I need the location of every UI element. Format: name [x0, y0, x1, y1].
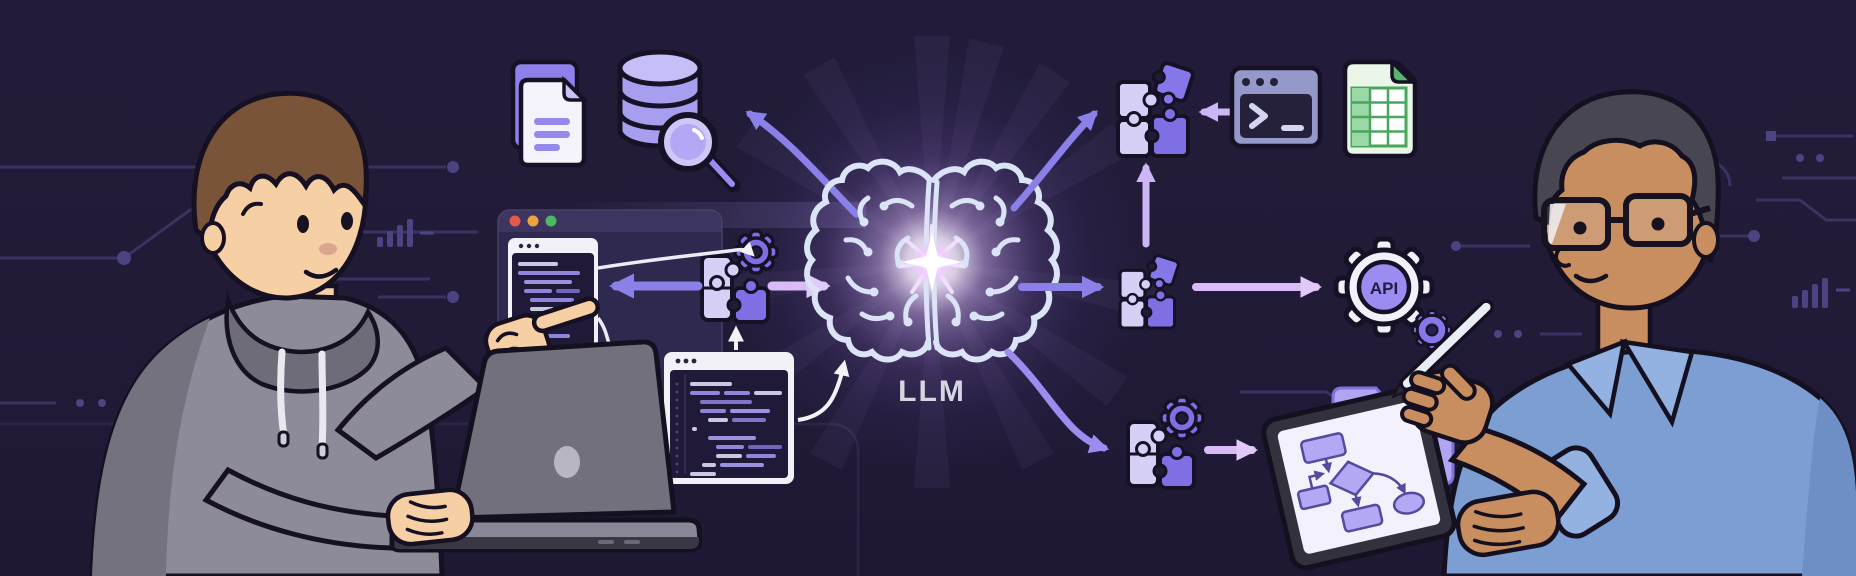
stylus-pen-icon	[1391, 299, 1495, 399]
terminal-icon	[1229, 65, 1323, 149]
ear	[1692, 221, 1720, 259]
puzzle-gear-icon	[1126, 395, 1205, 490]
mouth	[303, 267, 339, 279]
arrow-editor2-to-brain	[797, 359, 850, 422]
eye	[1573, 221, 1587, 235]
nose	[1554, 246, 1571, 268]
collar	[1564, 338, 1627, 420]
document-icon	[510, 59, 589, 168]
llm-label: LLM	[898, 375, 966, 408]
eye	[341, 212, 353, 230]
collar	[1619, 339, 1695, 428]
drawstring	[318, 350, 327, 452]
arrow-brain-to-database	[745, 110, 860, 218]
terminal-prompt-icon	[1249, 103, 1268, 129]
api-gear-icon: API	[1333, 236, 1453, 351]
laptop-lid	[448, 339, 677, 521]
bar-chart-glyph-right	[1792, 278, 1850, 308]
nose	[319, 243, 337, 255]
database-search-icon	[617, 49, 741, 193]
right-person-arms	[1391, 299, 1621, 558]
arrow-brain-to-top-puzzle	[1010, 110, 1098, 212]
circuit-nodes-left	[76, 161, 459, 407]
drawstring	[277, 348, 288, 440]
api-label: API	[1370, 279, 1398, 298]
resting-hand	[1455, 489, 1561, 558]
traffic-light-buttons	[509, 215, 557, 227]
brain-icon	[807, 162, 1060, 360]
mouth	[1573, 273, 1609, 284]
code-editor-secondary-icon	[664, 352, 794, 484]
arrow-brain-to-bottom-puzzle	[1004, 348, 1110, 454]
tablet-flowchart-icon	[1261, 385, 1457, 571]
spreadsheet-icon	[1342, 57, 1418, 159]
flowchart	[1296, 432, 1426, 533]
typing-arm	[202, 466, 475, 551]
arrow-editor-to-puzzle	[597, 241, 755, 270]
hair	[191, 90, 369, 239]
pen-hand	[1400, 363, 1495, 445]
typing-hand	[385, 487, 475, 547]
ear	[200, 221, 226, 255]
laptop-logo	[554, 446, 580, 478]
puzzle-pieces-icon	[1116, 58, 1197, 158]
left-person	[89, 90, 600, 576]
code-lines	[690, 382, 782, 476]
neural-spark	[900, 224, 964, 294]
glasses-icon	[1541, 193, 1711, 251]
hair	[1532, 89, 1721, 263]
eye	[297, 215, 309, 233]
eye	[1651, 217, 1665, 231]
bar-chart-glyph-left	[377, 219, 434, 247]
